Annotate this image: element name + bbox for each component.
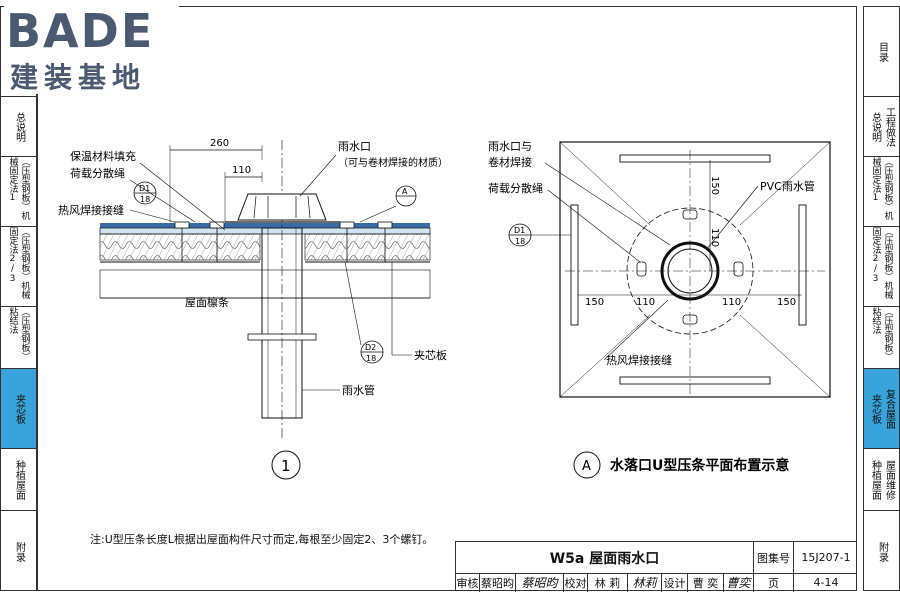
- top-sheet: [99, 227, 431, 235]
- review-label: 审核: [456, 573, 480, 592]
- label-roof-purlin: 屋面檩条: [185, 295, 229, 309]
- svg-text:18: 18: [366, 354, 376, 363]
- svg-text:1: 1: [281, 457, 291, 475]
- label-pvc-pipe: PVC雨水管: [760, 179, 815, 193]
- label-drain-outlet-note: （可与卷材焊接的材质）: [338, 156, 448, 169]
- callout-d2[interactable]: D2 18: [344, 261, 384, 364]
- u-strip-left: [570, 204, 579, 326]
- dim-110-left: 110: [636, 297, 655, 308]
- roof-purlin: [99, 269, 431, 299]
- right-nav-item-mech1[interactable]: （压型钢板）机械固定法1: [864, 157, 899, 227]
- logo-brand: BADE: [6, 4, 155, 58]
- label-load-rope: 荷载分散绳: [70, 166, 125, 180]
- left-nav-item-sandwich[interactable]: 夹芯板: [1, 369, 36, 449]
- insulation-core-right: [304, 233, 431, 261]
- drawing-note: 注:U型压条长度L根据出屋面构件尺寸而定,每根至少固定2、3个螺钉。: [90, 533, 434, 546]
- page-number: 4-14: [813, 576, 839, 589]
- atlas-number: 15J207-1: [801, 551, 851, 564]
- dim-110: 110: [232, 165, 251, 176]
- label-load-rope-a: 荷载分散绳: [488, 181, 543, 195]
- design-label: 设计: [662, 573, 688, 592]
- section-1-detail: 260 110 保温材料填充 荷载分散绳 热风焊接接缝 屋面檩条 雨水口 （可与…: [58, 138, 448, 480]
- drain-grate: [237, 193, 327, 221]
- label-sandwich-panel: 夹芯板: [414, 348, 447, 362]
- left-nav-item-bond[interactable]: （压型钢板）粘结法: [1, 307, 36, 369]
- design-signature: 曹奕: [724, 573, 754, 592]
- right-nav-item-general[interactable]: 总说明 工程做法: [864, 97, 899, 157]
- right-nav-item-planted[interactable]: 种植屋面 屋面维修: [864, 449, 899, 511]
- membrane-layer: [100, 223, 430, 228]
- svg-text:18: 18: [140, 195, 150, 204]
- insulation-core-left: [99, 233, 261, 261]
- review-signature: 蔡昭昀: [516, 573, 564, 592]
- section-a-plan: 150 110 110 150 150 110 雨水口与 卷材焊接 荷载分散绳 …: [488, 140, 831, 479]
- right-nav-item-appendix[interactable]: 附录: [876, 541, 888, 562]
- design-name: 曹 奕: [688, 573, 724, 592]
- callout-d1-a[interactable]: D1 18: [508, 223, 571, 247]
- left-nav-item-general[interactable]: 总说明: [1, 97, 36, 157]
- drawing-frame: [37, 6, 857, 591]
- svg-text:D1: D1: [139, 184, 150, 193]
- review-name: 蔡昭昀: [480, 573, 516, 592]
- dim-110-vertical: 110: [709, 228, 720, 247]
- label-drain-weld: 雨水口与: [488, 140, 532, 153]
- svg-text:D1: D1: [514, 226, 525, 235]
- label-drain-weld-2: 卷材焊接: [488, 155, 532, 169]
- svg-text:A: A: [402, 187, 408, 196]
- caption-a-text: 水落口U型压条平面布置示意: [610, 457, 789, 474]
- dim-260: 260: [210, 138, 229, 149]
- callout-d1[interactable]: D1 18: [133, 181, 157, 205]
- left-nav-item-planted[interactable]: 种植屋面: [1, 449, 36, 511]
- dim-150-left: 150: [585, 297, 604, 308]
- right-nav-item-mech23[interactable]: （压型钢板）机械固定法2/3: [864, 227, 899, 307]
- label-downpipe: 雨水管: [342, 383, 375, 397]
- right-nav-item-sandwich[interactable]: 夹芯板 复合屋面: [864, 369, 899, 449]
- callout-a[interactable]: A: [359, 185, 417, 223]
- dim-110-right: 110: [722, 297, 741, 308]
- svg-text:A: A: [582, 459, 591, 474]
- label-insulation-fill: 保温材料填充: [70, 149, 136, 163]
- plan-outline: [559, 141, 831, 398]
- u-strip-top: [619, 154, 771, 163]
- right-nav-item-bond[interactable]: （压型钢板）粘结法: [864, 307, 899, 369]
- check-label: 校对: [564, 573, 588, 592]
- check-name: 林 莉: [588, 573, 628, 592]
- logo-subtitle: 建装基地: [10, 61, 147, 94]
- atlas-label: 图集号: [754, 542, 794, 573]
- caption-1: 1: [271, 450, 301, 480]
- left-nav-item-mech23[interactable]: （压型钢板）机械固定法2/3: [1, 227, 36, 307]
- label-drain-outlet: 雨水口: [338, 140, 371, 153]
- caption-a: A 水落口U型压条平面布置示意: [573, 451, 789, 479]
- brand-logo: BADE 建装基地: [4, 4, 179, 94]
- label-hot-air-weld-a: 热风焊接接缝: [606, 353, 672, 367]
- u-strip-right: [798, 204, 807, 326]
- left-nav: 目录 总说明 （压型钢板）机械固定法1 （压型钢板）机械固定法2/3 （压型钢板…: [0, 6, 37, 591]
- u-strip-bottom: [619, 376, 771, 385]
- left-nav-item-mech1[interactable]: （压型钢板）机械固定法1: [1, 157, 36, 227]
- right-nav-item-toc[interactable]: 目录: [864, 7, 899, 97]
- page-label: 页: [754, 573, 794, 592]
- check-signature: 林莉: [628, 573, 662, 592]
- drawing-title: W5a 屋面雨水口: [456, 542, 754, 573]
- svg-text:D2: D2: [365, 343, 376, 352]
- svg-text:18: 18: [515, 237, 525, 246]
- right-nav: 目录 总说明 工程做法 （压型钢板）机械固定法1 （压型钢板）机械固定法2/3 …: [863, 6, 900, 591]
- label-hot-air-weld: 热风焊接接缝: [58, 203, 124, 217]
- dim-150-right: 150: [777, 297, 796, 308]
- left-nav-item-appendix[interactable]: 附录: [13, 541, 25, 562]
- title-block: W5a 屋面雨水口 图集号 15J207-1 审核 蔡昭昀 蔡昭昀 校对 林 莉…: [455, 541, 857, 592]
- dim-150-top: 150: [709, 176, 720, 195]
